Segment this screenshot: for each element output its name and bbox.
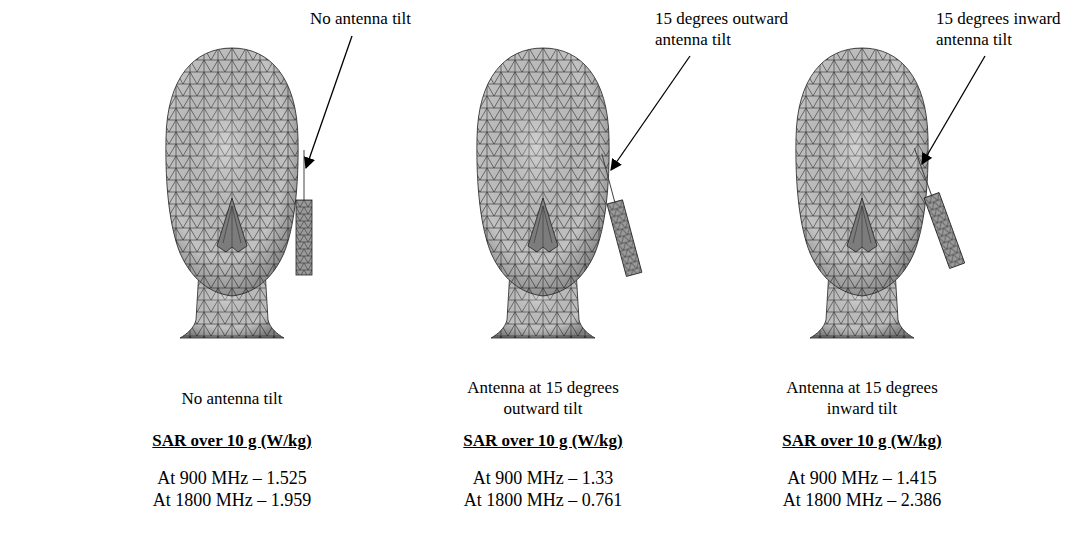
caption-text: Antenna at 15 degrees inward tilt <box>770 377 954 419</box>
head-model <box>796 48 928 338</box>
phone-handset <box>296 150 312 275</box>
phone-handset <box>907 146 965 269</box>
phone-antenna <box>594 152 642 277</box>
sar-value: At 900 MHz – 1.415 <box>742 468 982 489</box>
phone-antenna <box>296 150 312 275</box>
caption-text: Antenna at 15 degrees outward tilt <box>451 377 635 419</box>
phone-handset <box>594 152 642 277</box>
table-heading: SAR over 10 g (W/kg) <box>428 430 658 451</box>
phone-antenna <box>907 146 965 269</box>
head-model <box>477 48 609 338</box>
caption-text: No antenna tilt <box>127 388 337 409</box>
leader-arrow <box>306 36 352 168</box>
callout-label: No antenna tilt <box>310 8 440 29</box>
leader-arrow <box>922 56 985 164</box>
callout-label: 15 degrees outward antenna tilt <box>655 8 797 50</box>
head-model <box>166 48 298 338</box>
sar-value: At 1800 MHz – 1.959 <box>112 490 352 511</box>
sar-value: At 900 MHz – 1.33 <box>423 468 663 489</box>
table-heading: SAR over 10 g (W/kg) <box>747 430 977 451</box>
sar-value: At 1800 MHz – 2.386 <box>742 490 982 511</box>
leader-arrow <box>611 56 690 170</box>
callout-label: 15 degrees inward antenna tilt <box>936 8 1072 50</box>
sar-value: At 900 MHz – 1.525 <box>112 468 352 489</box>
sar-value: At 1800 MHz – 0.761 <box>423 490 663 511</box>
table-heading: SAR over 10 g (W/kg) <box>117 430 347 451</box>
